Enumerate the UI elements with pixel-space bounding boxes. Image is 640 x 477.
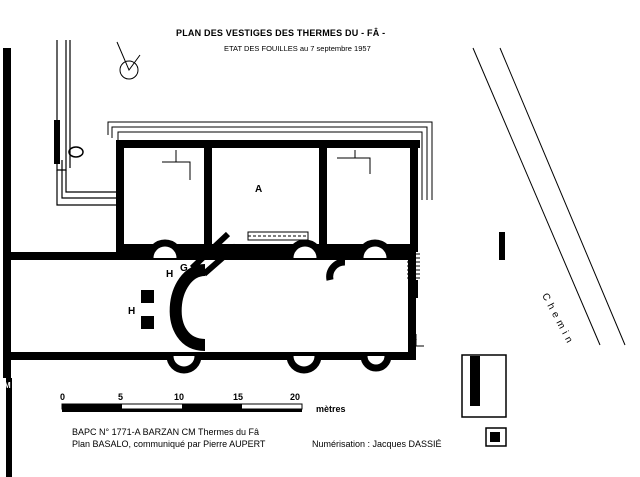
- lower-hall-walls: [11, 252, 416, 360]
- scale-tick-15: 15: [233, 392, 244, 402]
- road-fragment: [499, 232, 505, 260]
- east-fragment: [412, 280, 418, 298]
- road: [472, 47, 626, 346]
- diagonal-passage: [189, 231, 238, 277]
- scale-tick-10: 10: [174, 392, 185, 402]
- digitization-credit: Numérisation : Jacques DASSIÉ: [312, 439, 442, 449]
- pillars: [141, 290, 154, 329]
- corridor-wall-segment: [54, 120, 60, 164]
- scale-unit: mètres: [316, 404, 346, 414]
- east-marker: [415, 334, 424, 347]
- west-boundary-wall: [3, 48, 11, 378]
- scale-tick-0: 0: [60, 392, 66, 402]
- apses: [146, 239, 394, 374]
- room-label-m: M: [4, 381, 11, 390]
- room-label-h-lower: H: [128, 306, 136, 317]
- plan-subtitle: ETAT DES FOUILLES au 7 septembre 1957: [224, 44, 371, 53]
- plan-title: PLAN DES VESTIGES DES THERMES DU - FÂ -: [176, 28, 386, 38]
- south-post: [6, 378, 12, 477]
- north-galleries: [107, 121, 433, 200]
- scale-tick-20: 20: [290, 392, 301, 402]
- room-label-g: G: [180, 263, 188, 274]
- room-label-l: L: [412, 333, 417, 342]
- corridor-niche: [68, 146, 84, 158]
- room-fixtures: [162, 150, 371, 241]
- northwest-corridor: [56, 40, 118, 206]
- upper-rooms-walls: [116, 140, 420, 252]
- credit-line-2: Plan BASALO, communiqué par Pierre AUPER…: [72, 439, 266, 449]
- east-steps: [407, 253, 420, 279]
- room-label-h-upper: H: [166, 269, 174, 280]
- well-feature: [116, 41, 141, 80]
- central-apse: [169, 264, 206, 351]
- room-label-a: A: [255, 184, 263, 195]
- scale-tick-5: 5: [118, 392, 124, 402]
- southeast-structure: [461, 354, 507, 447]
- scale-bar: [61, 403, 303, 412]
- credit-line-1: BAPC N° 1771-A BARZAN CM Thermes du Fâ: [72, 427, 259, 437]
